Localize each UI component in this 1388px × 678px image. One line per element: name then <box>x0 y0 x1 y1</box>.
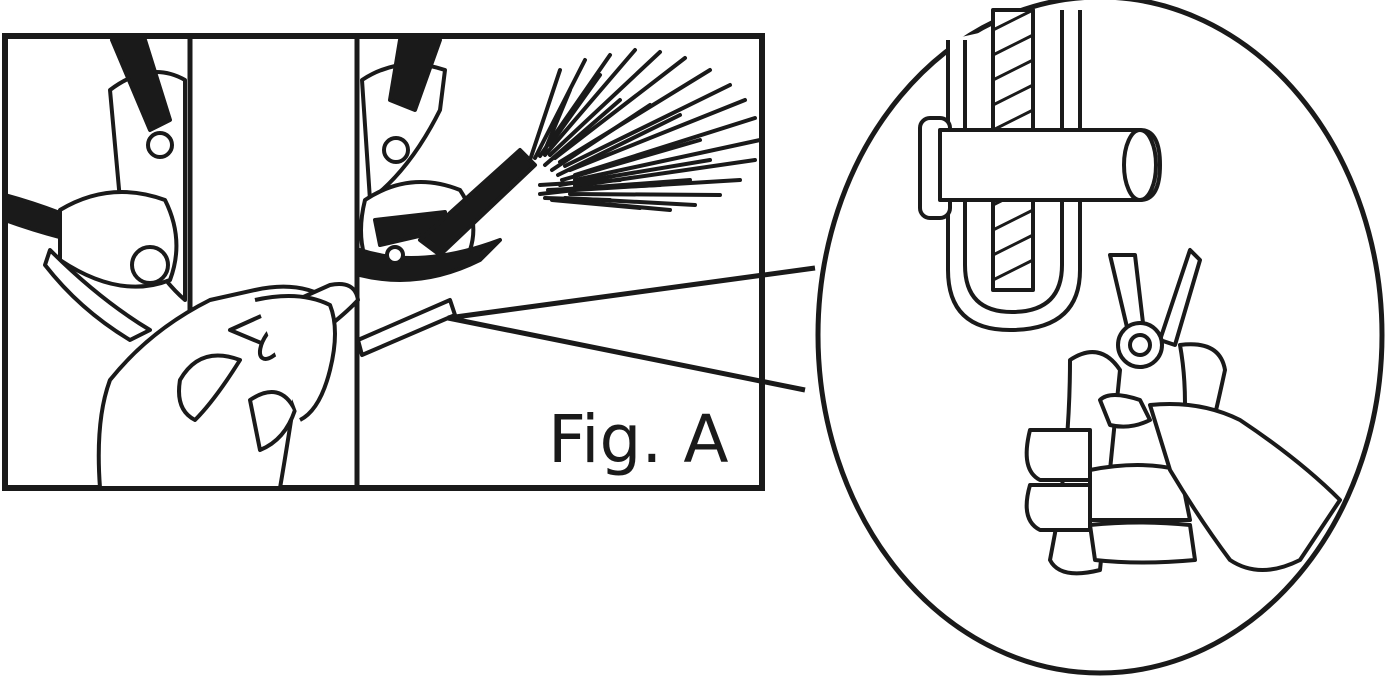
hanging-hook <box>918 8 1162 332</box>
pruner-right <box>356 38 537 357</box>
figure-panel: Fig. A <box>2 33 765 491</box>
brush-bristles <box>528 48 762 212</box>
detail-magnifier <box>815 0 1385 676</box>
figure-label: Fig. A <box>548 401 729 478</box>
hand-with-cloth <box>96 282 360 490</box>
hand-with-pruner <box>1024 248 1342 576</box>
callout-pointer <box>447 265 816 393</box>
pruner-left <box>3 38 187 342</box>
